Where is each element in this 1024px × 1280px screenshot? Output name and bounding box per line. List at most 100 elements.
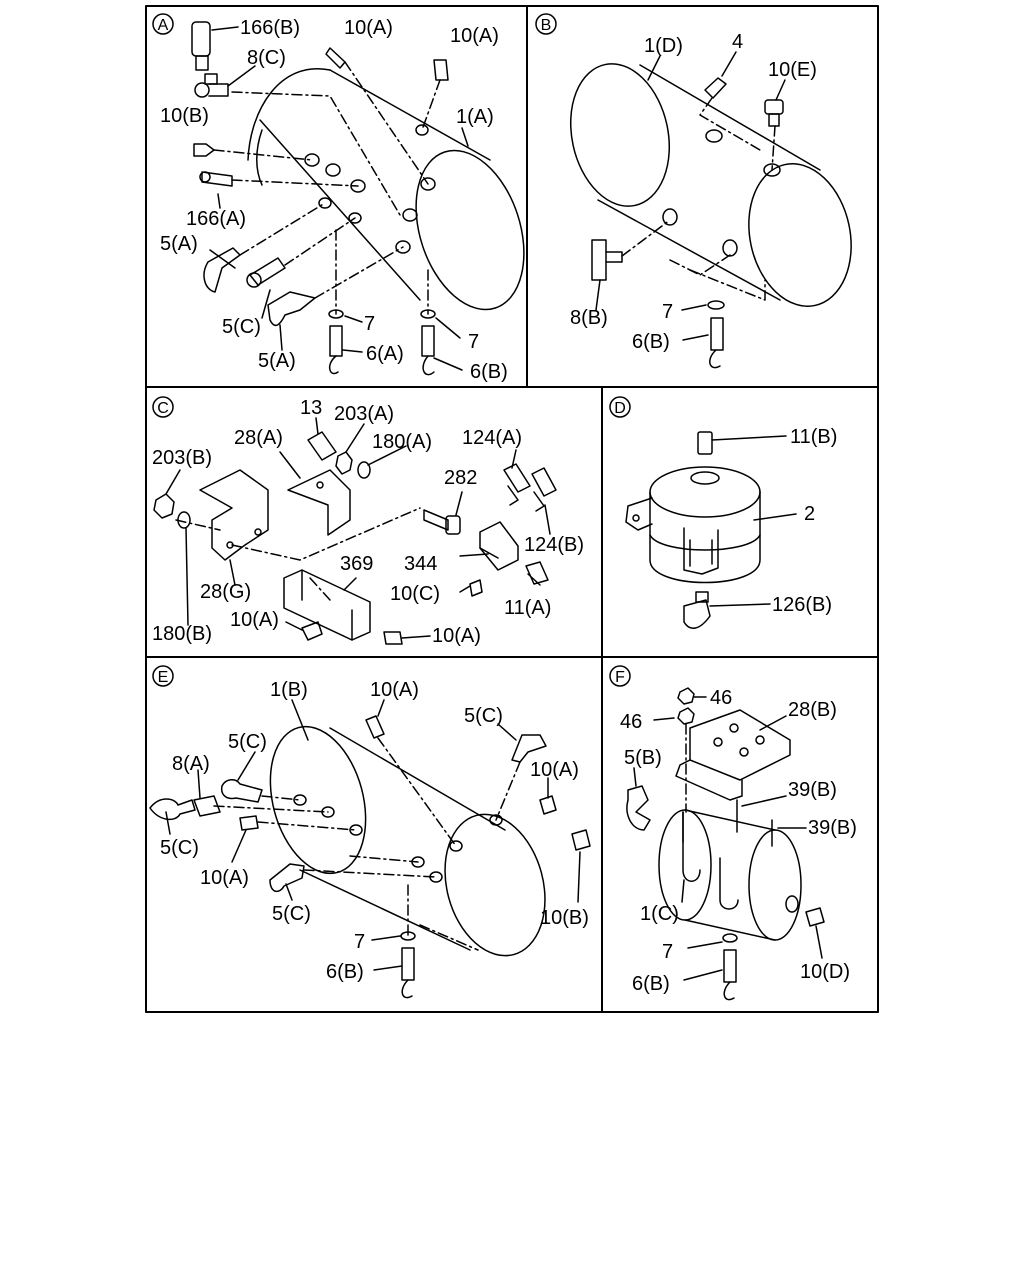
bracket-28b (675, 709, 791, 801)
nut-203a (335, 451, 353, 475)
label-7-1: 7 (364, 313, 375, 335)
section-c-letter: C (157, 400, 169, 417)
section-e-letter: E (158, 669, 169, 686)
switch-124a (503, 463, 531, 506)
section-e-marker: E (152, 665, 174, 687)
label-166b: 166(B) (240, 17, 300, 39)
switch-124b (531, 467, 557, 512)
labels-e: 1(B) 10(A) 5(C) 5(C) 8(A) 10(A) 5(C) 10(… (160, 679, 589, 983)
callout-lines-b (595, 51, 786, 341)
label-10a-1: 10(A) (344, 17, 393, 39)
labels-f: 46 28(B) 46 5(B) 39(B) 39(B) 1(C) 7 10(D… (620, 687, 857, 995)
elbow-5a-upper (203, 247, 241, 293)
bracket-28g (199, 469, 269, 561)
tank-2 (625, 466, 761, 584)
drain-cock-6a (328, 325, 343, 375)
label-5c-e-1: 5(C) (464, 705, 503, 727)
plug-10b (193, 143, 215, 157)
air-tank-1d (569, 63, 852, 307)
labels-c: 13 203(A) 28(A) 180(A) 124(A) 203(B) 282… (152, 397, 584, 647)
callout-lines-f (633, 696, 823, 981)
nut-46-upper (677, 687, 695, 705)
drain-7-f (722, 933, 738, 943)
labels-a: 166(B) 10(A) 10(A) 8(C) 10(B) 1(A) 166(A… (160, 17, 508, 383)
section-c-marker: C (152, 396, 174, 418)
section-f: F (609, 665, 857, 1001)
label-5c-e-2: 5(C) (228, 731, 267, 753)
leader-lines-e (213, 737, 521, 951)
bracket-28a (287, 469, 351, 536)
air-tank-1c (658, 809, 802, 941)
valve-11b (697, 431, 713, 455)
label-5a-1: 5(A) (160, 233, 198, 255)
label-5c-e-3: 5(C) (160, 837, 199, 859)
label-10a-e-3: 10(A) (530, 759, 579, 781)
label-46-2: 46 (620, 711, 642, 733)
label-13: 13 (300, 397, 322, 419)
plug-10c (469, 579, 483, 597)
fitting-8a (193, 795, 221, 817)
tee-8b (591, 208, 738, 281)
section-c: C (152, 396, 584, 647)
label-4: 4 (732, 31, 743, 53)
label-39b-2: 39(B) (808, 817, 857, 839)
label-203a: 203(A) (334, 403, 394, 425)
valve-11a (525, 561, 549, 585)
plug-10d (805, 907, 825, 927)
section-f-marker: F (609, 665, 631, 687)
label-6b-e: 6(B) (326, 961, 364, 983)
elbow-5c (246, 257, 286, 288)
plug-10a-e-1 (365, 715, 385, 739)
section-d-marker: D (609, 396, 631, 418)
label-369: 369 (340, 553, 373, 575)
elbow-126b (683, 591, 711, 629)
label-10a-e-2: 10(A) (200, 867, 249, 889)
label-2: 2 (804, 503, 815, 525)
nut-46-lower (677, 707, 695, 725)
elbow-8c (194, 73, 229, 98)
nut-203b (153, 493, 175, 519)
block-344 (479, 521, 519, 571)
label-11a: 11(A) (504, 597, 551, 619)
section-b-marker: B (535, 13, 557, 35)
labels-b: 1(D) 4 10(E) 8(B) 7 6(B) (570, 31, 817, 353)
label-6a: 6(A) (366, 343, 404, 365)
u-bolt-39b-2 (719, 799, 773, 910)
washer-180b (177, 511, 191, 529)
plug-10e (763, 99, 784, 177)
washer-180a (357, 461, 371, 479)
label-11b: 11(B) (790, 426, 837, 448)
section-b-letter: B (541, 17, 552, 34)
label-8a: 8(A) (172, 753, 210, 775)
fitting-166b (191, 21, 211, 71)
air-tank-1a (247, 67, 525, 311)
label-5b: 5(B) (624, 747, 662, 769)
section-f-letter: F (615, 669, 625, 686)
label-6b: 6(B) (470, 361, 508, 383)
plug-10a-c-1 (301, 621, 323, 641)
label-10a-e-1: 10(A) (370, 679, 419, 701)
section-d: D 11(B) 2 126(B) (609, 396, 837, 629)
drain-7-b (707, 300, 725, 310)
air-tank-1b (269, 725, 546, 957)
label-39b-1: 39(B) (788, 779, 837, 801)
drain-cock-6b-e (401, 947, 415, 999)
elbow-5c-e-mid (220, 779, 263, 803)
label-126b: 126(B) (772, 594, 832, 616)
label-5c: 5(C) (222, 316, 261, 338)
section-a-letter: A (158, 17, 169, 34)
leader-lines-b (621, 97, 776, 301)
elbow-5c-e-left (149, 798, 196, 821)
plug-10a-top-1 (325, 47, 346, 69)
tank-bosses-a (304, 124, 436, 254)
plug-10a-c-2 (383, 631, 403, 645)
plug-10a-top-2 (433, 59, 449, 81)
labels-d: 11(B) 2 126(B) (772, 426, 837, 616)
label-7: 7 (662, 301, 673, 323)
callout-lines-a (209, 26, 469, 371)
callout-lines-e (165, 699, 581, 971)
fitting-166a (199, 171, 233, 187)
label-344: 344 (404, 553, 437, 575)
label-1d: 1(D) (644, 35, 683, 57)
plug-10b-e (571, 829, 591, 851)
